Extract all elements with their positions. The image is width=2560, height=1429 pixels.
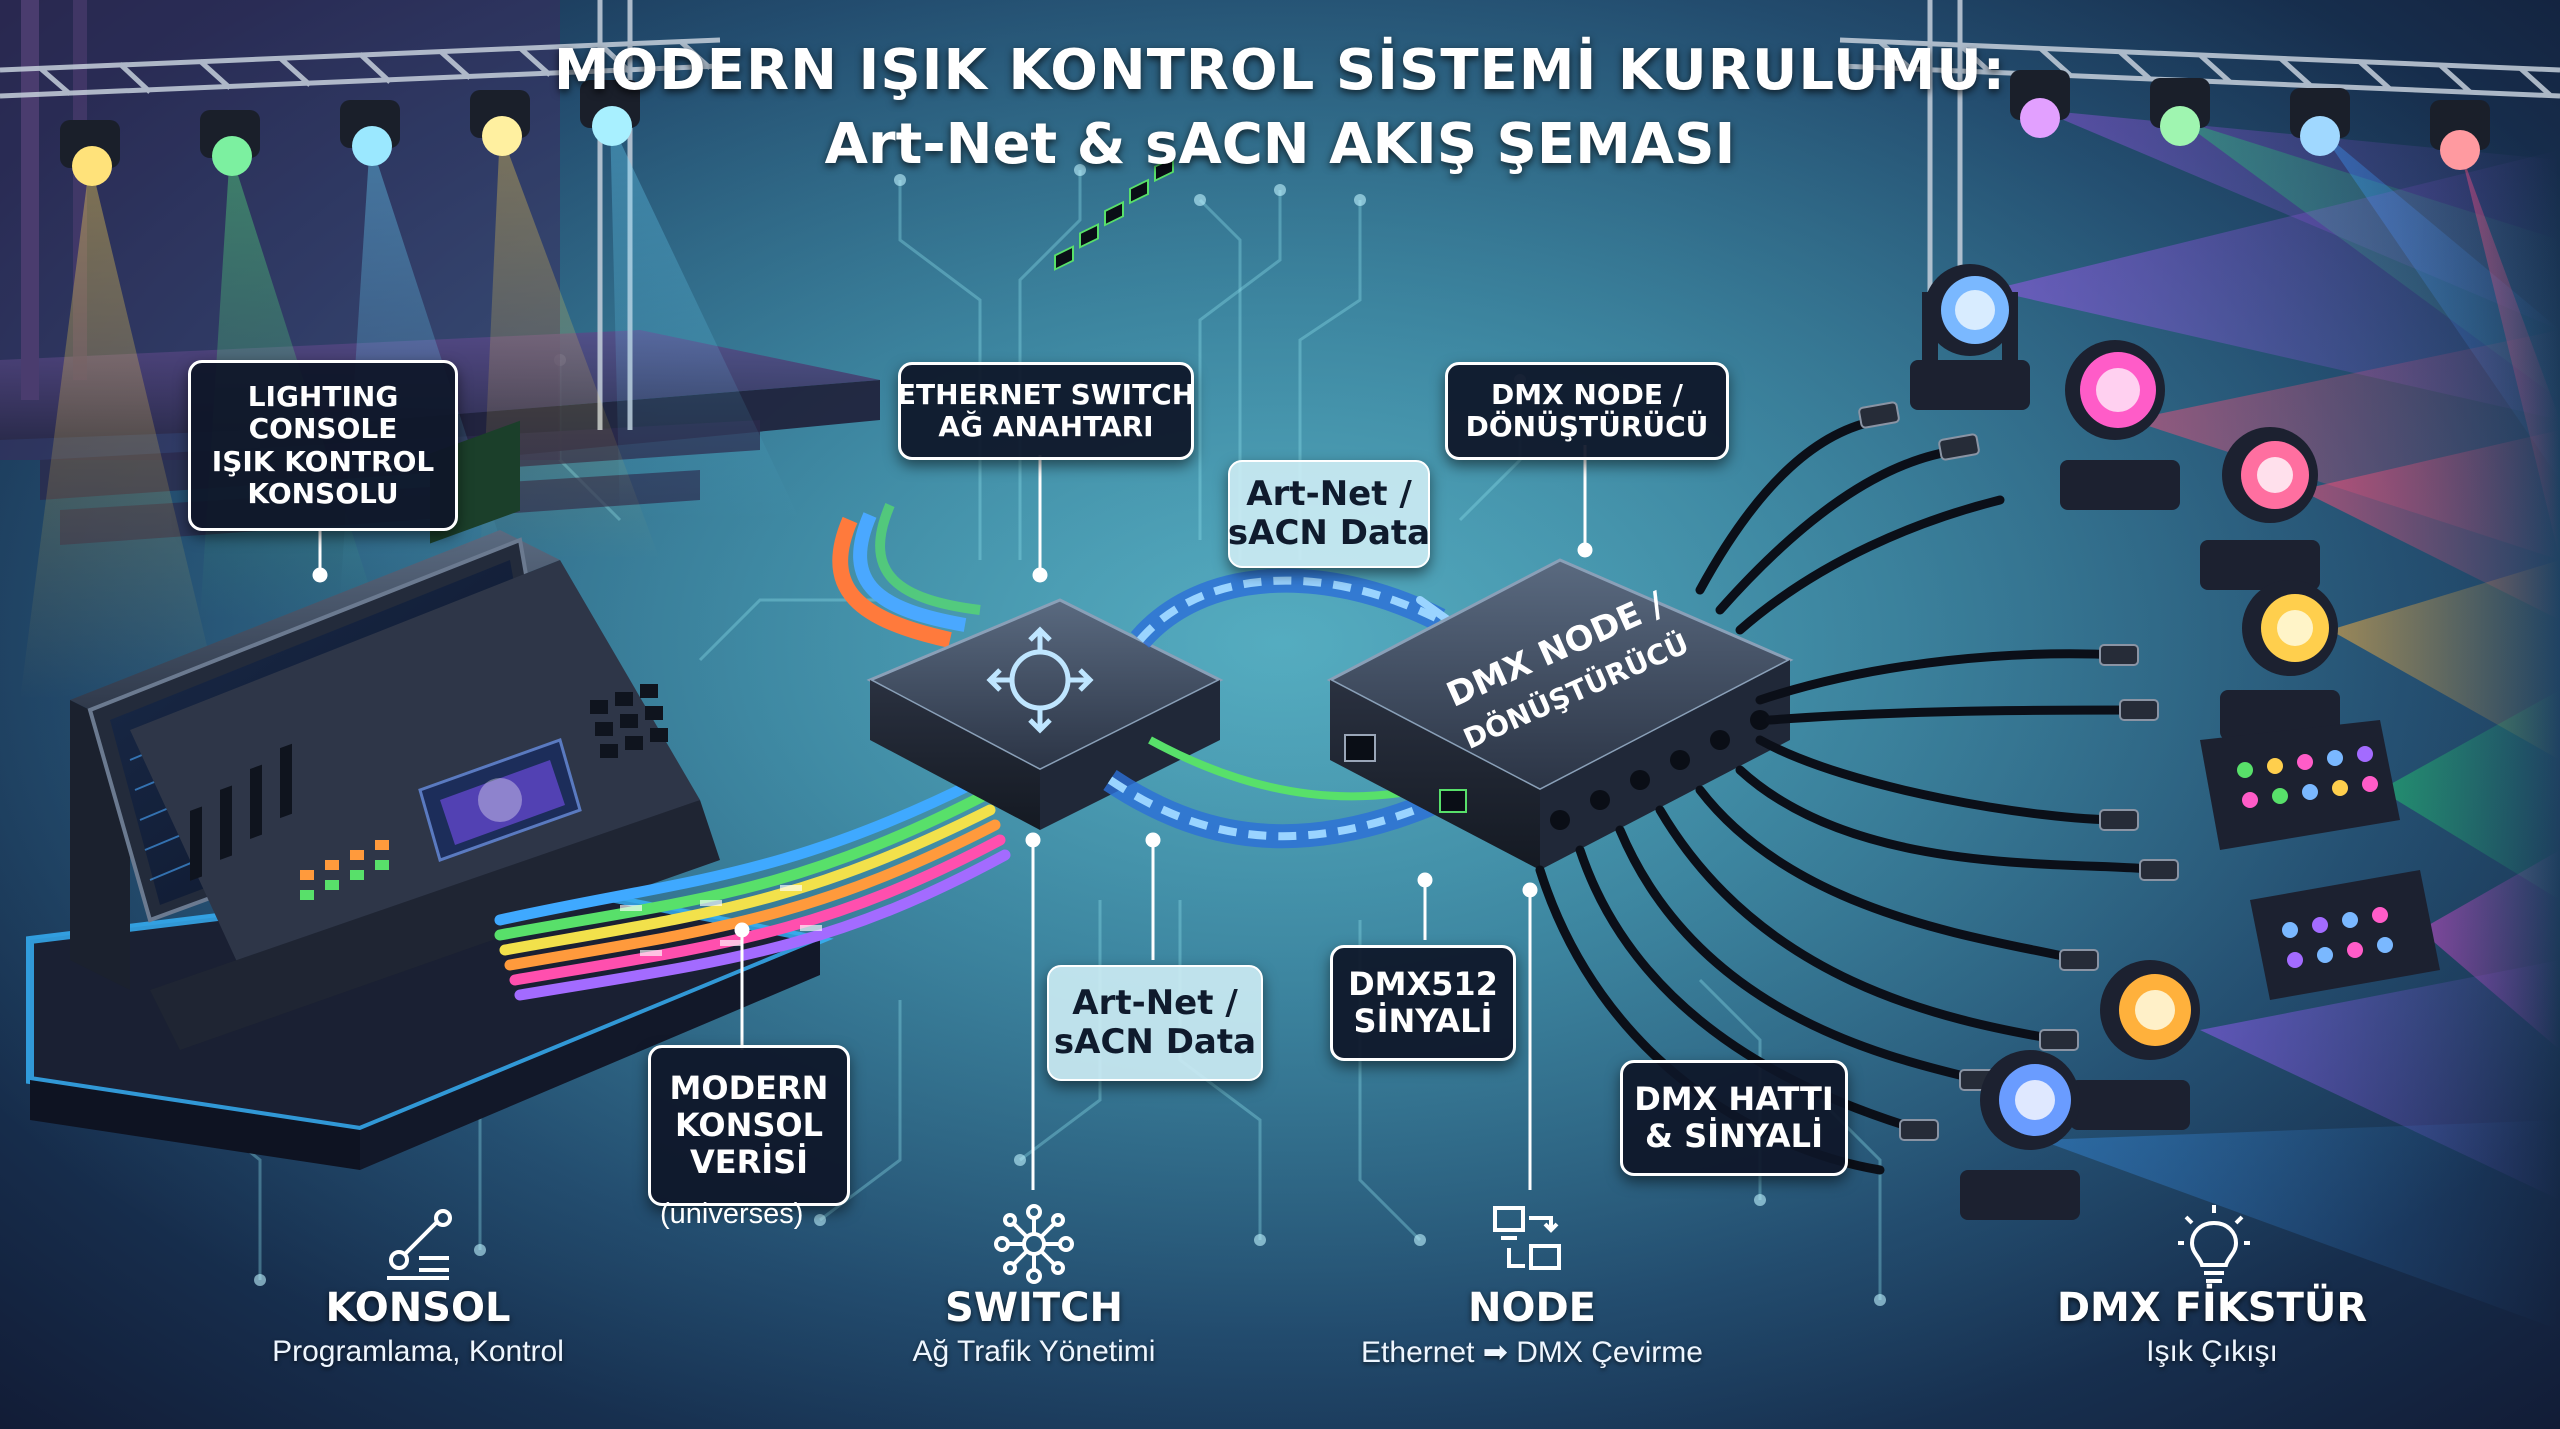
fixture-led-bar-2 [2250,870,2440,1000]
fixture-led-bar-1 [2200,720,2400,850]
callout-console-data-line-1: MODERN [669,1069,829,1108]
main-subtitle: Art-Net & sACN AKIŞ ŞEMASI [824,112,1736,177]
callout-dmx512-line-2: SİNYALİ [1353,1002,1493,1040]
callout-dmx-line: DMX HATTI & SİNYALİ [1620,1060,1848,1176]
callout-data-bottom-line-1: Art-Net / [1072,982,1238,1023]
fixture-moving-head-6 [1960,1050,2080,1220]
callout-switch-line-1: ETHERNET SWITCH [896,377,1196,411]
fader-icon [387,1209,452,1280]
callout-dmx512-signal: DMX512 SİNYALİ [1330,945,1516,1061]
callout-dmx-line-1: DMX HATTI [1634,1080,1834,1119]
stage-subtitle-dmx-fixture: Işık Çıkışı [2146,1335,2278,1368]
callout-console-data-line-2: KONSOL [675,1106,823,1145]
callout-data-top-line-2: sACN Data [1227,513,1431,553]
console-keypad [590,684,668,758]
callout-dmx512-line-1: DMX512 [1348,965,1498,1004]
cable-data-packets [620,885,822,956]
fixture-moving-head-2 [2060,340,2180,510]
lighting-console [70,420,720,1050]
console-data-cables [494,774,1011,1001]
fixture-beams [1990,150,2560,1330]
stage-title-switch: SWITCH [945,1285,1123,1331]
callout-lighting-console: LIGHTING CONSOLE IŞIK KONTROL KONSOLU [188,360,458,531]
fixture-moving-head-1 [1910,264,2030,410]
callout-data-bottom-line-2: sACN Data [1053,1022,1257,1062]
console-buttons [300,840,389,880]
ethernet-switch [866,156,1224,830]
console-faders [190,743,292,881]
callout-pointers [312,445,1593,1190]
stage-subtitle-switch: Ağ Trafik Yönetimi [912,1335,1156,1368]
switch-ports [1054,156,1174,271]
callout-console-data: MODERN KONSOL VERİSİ [648,1045,850,1206]
callout-node-line-2: DÖNÜŞTÜRÜCÜ [1465,410,1709,443]
fixture-moving-head-5 [2070,960,2200,1130]
switch-logo-icon [986,626,1094,734]
callout-switch-line-2: AĞ ANAHTARI [938,410,1154,443]
stage-subtitle-node: Ethernet ➡ DMX Çevirme [1361,1336,1703,1369]
stage-title-node: NODE [1467,1285,1596,1331]
callout-ethernet-switch: ETHERNET SWITCH AĞ ANAHTARI [896,362,1196,460]
callout-data-top-line-1: Art-Net / [1246,473,1412,514]
callout-artnet-data-top: Art-Net / sACN Data [1228,460,1430,568]
callout-dmx-line-2: & SİNYALİ [1645,1117,1823,1155]
callout-artnet-data-bottom: Art-Net / sACN Data [1047,965,1263,1081]
callout-console-line-1: LIGHTING [247,380,399,414]
universes-note: (universes) [660,1198,804,1230]
callout-console-data-line-3: VERİSİ [689,1142,809,1181]
fixture-moving-head-3 [2200,427,2320,590]
switch-to-node-stream [1103,568,1464,849]
converter-icon [1493,1206,1561,1270]
main-title: MODERN IŞIK KONTROL SİSTEMİ KURULUMU: [553,38,2007,103]
stage-title-konsol: KONSOL [325,1285,511,1331]
stage-subtitle-konsol: Programlama, Kontrol [272,1335,564,1368]
callout-console-line-4: KONSOLU [247,476,399,510]
dmx-node-device: DMX NODE / DÖNÜŞTÜRÜCÜ [1326,558,1794,870]
callout-console-line-3: IŞIK KONTROL [211,444,435,478]
stage-title-dmx-fixture: DMX FİKSTÜR [2056,1285,2368,1331]
callout-console-line-2: CONSOLE [248,412,398,446]
upstream-data-ribbon [832,503,981,648]
callout-node-line-1: DMX NODE / [1490,377,1684,411]
network-hub-icon [994,1204,1074,1284]
node-output-ports [1550,710,1770,830]
callout-dmx-node: DMX NODE / DÖNÜŞTÜRÜCÜ [1445,362,1729,460]
light-bulb-icon [2178,1205,2250,1283]
fixture-moving-head-4 [2220,580,2340,740]
